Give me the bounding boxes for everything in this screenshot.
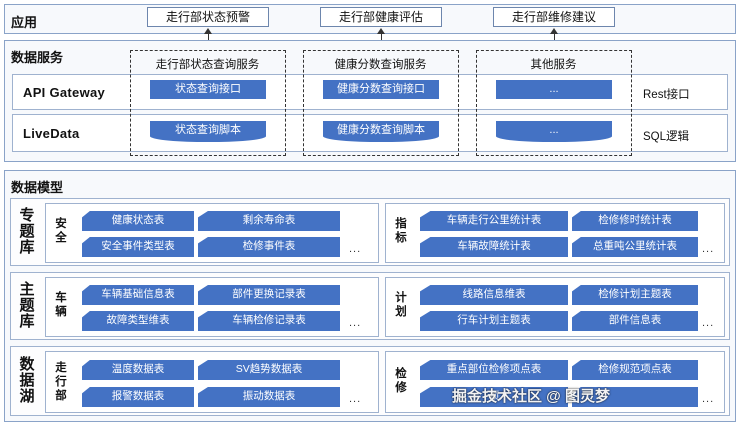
panel-label-safety: 安 全: [55, 218, 67, 244]
table-tag: [572, 387, 698, 407]
service-column-other: 其他服务 ... ...: [476, 50, 632, 156]
panel-indicator: 指 标 车辆走行公里统计表 检修修时统计表 车辆故障统计表 总重吨公里统计表 .…: [385, 203, 725, 263]
more-ellipsis: ...: [349, 243, 362, 255]
panel-maintenance: 检 修 重点部位检修项点表 检修规范项点表 项 ...: [385, 351, 725, 413]
table-tag: 行车计划主题表: [420, 311, 568, 331]
panel-label-indicator: 指 标: [395, 218, 407, 244]
table-tag: 报警数据表: [82, 387, 194, 407]
service-title-health: 健康分数查询服务: [334, 59, 427, 71]
health-score-script: 健康分数查询脚本: [323, 121, 439, 142]
table-tag: 健康状态表: [82, 211, 194, 231]
table-tag: 线路信息维表: [420, 285, 568, 305]
service-title-status: 走行部状态查询服务: [155, 59, 260, 71]
app-box-health-evaluation: 走行部健康评估: [320, 7, 442, 27]
panel-running-gear: 走 行 部 温度数据表 SV趋势数据表 报警数据表 振动数据表 ...: [45, 351, 379, 413]
table-tag: 检修事件表: [198, 237, 340, 257]
sql-logic-label: SQL逻辑: [643, 131, 690, 143]
watermark: 掘金技术社区 @ 图灵梦: [452, 388, 610, 405]
app-box-maintenance-advice: 走行部维修建议: [493, 7, 615, 27]
arrowhead-2: [377, 28, 385, 34]
table-tag: SV趋势数据表: [198, 360, 340, 380]
table-tag: 安全事件类型表: [82, 237, 194, 257]
panel-safety: 安 全 健康状态表 剩余寿命表 安全事件类型表 检修事件表 ...: [45, 203, 379, 263]
panel-label-maintenance: 检 修: [395, 368, 407, 394]
table-tag: 总重吨公里统计表: [572, 237, 698, 257]
other-api-button: ...: [496, 80, 612, 99]
application-layer-title: 应用: [11, 15, 38, 30]
table-tag: 项: [420, 387, 568, 407]
category-subject-library: 主 题 库 车 辆 车辆基础信息表 部件更换记录表 故障类型维表 车辆检修记录表…: [10, 272, 730, 340]
table-tag: 车辆故障统计表: [420, 237, 568, 257]
data-model-layer-title: 数据模型: [11, 180, 64, 195]
rest-interface-label: Rest接口: [643, 89, 690, 101]
table-tag: 检修修时统计表: [572, 211, 698, 231]
table-tag: 检修计划主题表: [572, 285, 698, 305]
more-ellipsis: ...: [702, 317, 715, 329]
table-tag: 部件信息表: [572, 311, 698, 331]
service-title-other: 其他服务: [530, 59, 577, 71]
table-tag: 重点部位检修项点表: [420, 360, 568, 380]
status-query-api-button: 状态查询接口: [150, 80, 266, 99]
panel-plan: 计 划 线路信息维表 检修计划主题表 行车计划主题表 部件信息表 ...: [385, 277, 725, 337]
table-tag: 车辆基础信息表: [82, 285, 194, 305]
category-label-subject: 主 题 库: [19, 281, 35, 330]
other-script: ...: [496, 121, 612, 142]
panel-label-running-gear: 走 行 部: [55, 362, 67, 402]
more-ellipsis: ...: [702, 393, 715, 405]
table-tag: 振动数据表: [198, 387, 340, 407]
table-tag: 车辆检修记录表: [198, 311, 340, 331]
service-column-health: 健康分数查询服务 健康分数查询接口 健康分数查询脚本: [303, 50, 459, 156]
category-data-lake: 数 据 湖 走 行 部 温度数据表 SV趋势数据表 报警数据表 振动数据表 ..…: [10, 346, 730, 416]
app-box-status-warning: 走行部状态预警: [147, 7, 269, 27]
more-ellipsis: ...: [702, 243, 715, 255]
category-label-data-lake: 数 据 湖: [19, 356, 35, 405]
panel-label-plan: 计 划: [395, 292, 407, 318]
livedata-label: LiveData: [23, 126, 80, 141]
table-tag: 故障类型维表: [82, 311, 194, 331]
table-tag: 剩余寿命表: [198, 211, 340, 231]
service-column-status: 走行部状态查询服务 状态查询接口 状态查询脚本: [130, 50, 286, 156]
table-tag: 部件更换记录表: [198, 285, 340, 305]
category-label-topic: 专 题 库: [19, 207, 35, 256]
status-query-script: 状态查询脚本: [150, 121, 266, 142]
panel-vehicle: 车 辆 车辆基础信息表 部件更换记录表 故障类型维表 车辆检修记录表 ...: [45, 277, 379, 337]
more-ellipsis: ...: [349, 317, 362, 329]
category-topic-library: 专 题 库 安 全 健康状态表 剩余寿命表 安全事件类型表 检修事件表 ... …: [10, 198, 730, 266]
panel-label-vehicle: 车 辆: [55, 292, 67, 318]
arrowhead-1: [204, 28, 212, 34]
arrowhead-3: [550, 28, 558, 34]
data-service-layer-title: 数据服务: [11, 50, 64, 65]
health-score-api-button: 健康分数查询接口: [323, 80, 439, 99]
table-tag: 温度数据表: [82, 360, 194, 380]
table-tag: 检修规范项点表: [572, 360, 698, 380]
api-gateway-label: API Gateway: [23, 85, 106, 100]
more-ellipsis: ...: [349, 393, 362, 405]
table-tag: 车辆走行公里统计表: [420, 211, 568, 231]
